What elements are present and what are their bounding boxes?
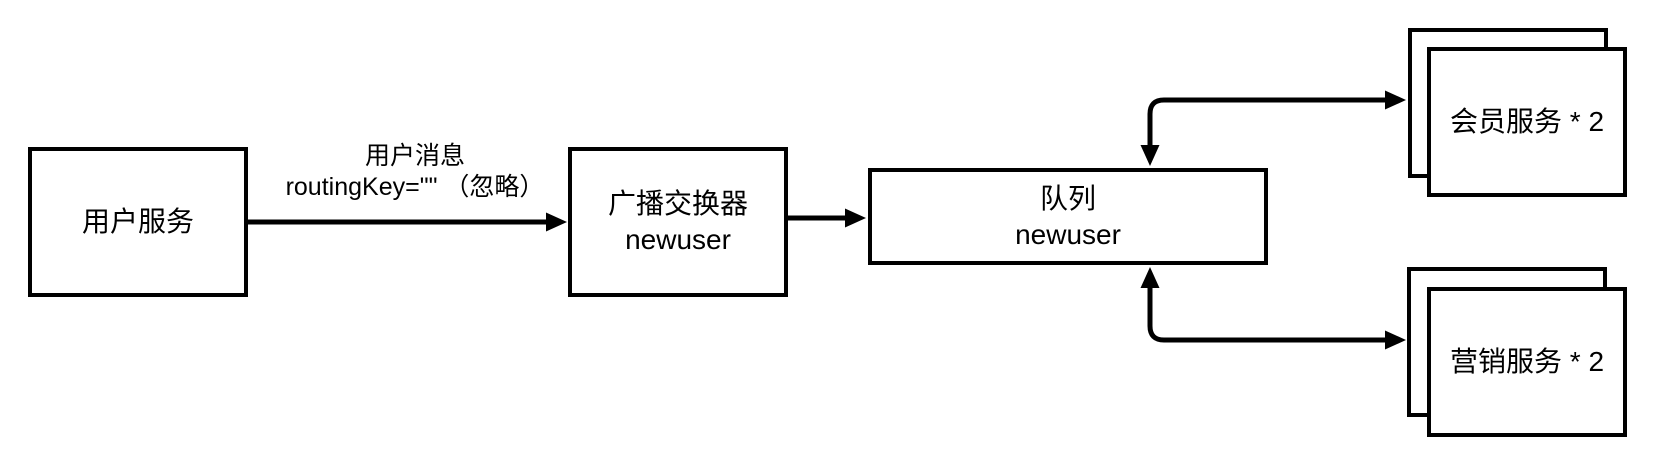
edge-label-line2: routingKey="" （忽略）: [285, 172, 545, 201]
edge-line: [1147, 97, 1387, 147]
arrowhead-up-icon: [1140, 267, 1160, 288]
arrowhead-right-icon: [1385, 330, 1406, 350]
edge-queue-to-marketing: [1140, 267, 1406, 350]
edge-label-line1: 用户消息: [364, 142, 465, 170]
edge-label-user-message: 用户消息 routingKey="" （忽略）: [265, 141, 565, 202]
edge-line: [1147, 286, 1387, 343]
node-fanout-exchange-label-line2: newuser: [625, 224, 731, 255]
node-marketing-service: 营销服务 * 2: [1427, 287, 1627, 437]
arrowhead-down-icon: [1140, 145, 1160, 166]
edge-queue-to-member: [1140, 90, 1406, 166]
node-user-service-label: 用户服务: [81, 206, 194, 238]
arrowhead-right-icon: [546, 212, 567, 232]
arrowhead-right-icon: [845, 208, 866, 228]
node-user-service: 用户服务: [28, 147, 248, 297]
node-queue-label-line1: 队列: [1039, 182, 1096, 214]
edge-exchange-to-queue: [788, 208, 866, 228]
node-marketing-service-label: 营销服务 * 2: [1449, 346, 1605, 378]
node-queue: 队列 newuser: [868, 168, 1268, 265]
node-member-service-label: 会员服务 * 2: [1449, 106, 1605, 138]
node-queue-label-line2: newuser: [1015, 218, 1121, 250]
node-fanout-exchange-label-line1: 广播交换器: [607, 188, 748, 220]
node-member-service: 会员服务 * 2: [1427, 47, 1627, 197]
edge-user-to-exchange: [248, 212, 567, 232]
node-fanout-exchange: 广播交换器 newuser: [568, 147, 788, 297]
arrowhead-right-icon: [1385, 90, 1406, 110]
